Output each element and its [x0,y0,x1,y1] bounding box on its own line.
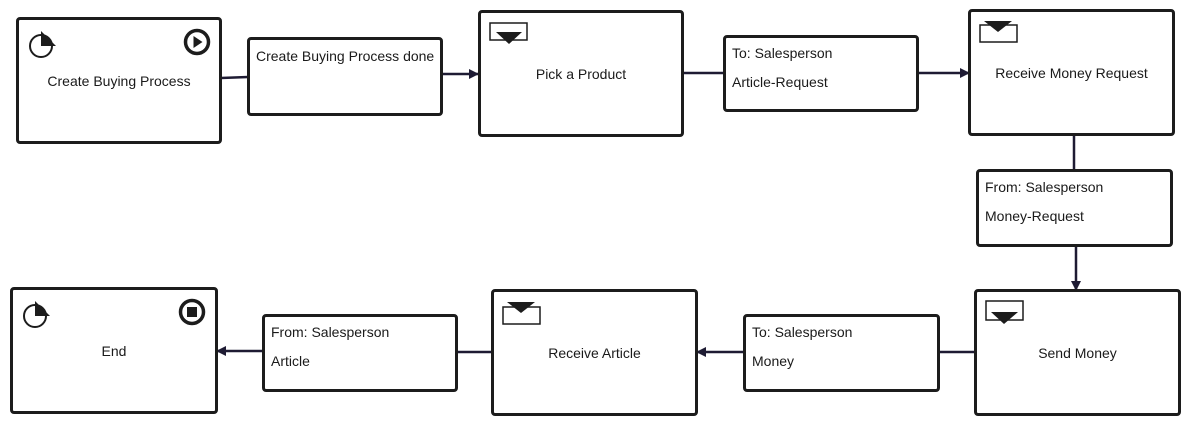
message-recipient: To: Salesperson [752,324,853,340]
transition-label: Create Buying Process done [256,48,435,64]
play-circle-icon[interactable] [183,28,211,56]
message-money[interactable]: To: Salesperson Money [743,314,940,392]
inbox-tray-icon [502,302,541,325]
state-send-money[interactable]: Send Money [974,289,1181,416]
state-pick-a-product[interactable]: Pick a Product [478,10,684,137]
message-type: Article [271,353,310,369]
outbox-tray-icon [985,300,1024,324]
state-label: End [101,342,127,359]
message-type: Money [752,353,795,369]
inbox-tray-icon [489,22,528,44]
state-label: Receive Money Request [995,64,1148,81]
stop-circle-icon[interactable] [178,298,206,326]
state-label: Send Money [1038,344,1117,361]
message-money-request[interactable]: From: Salesperson Money-Request [976,169,1173,247]
message-recipient: To: Salesperson [732,45,833,61]
transition-create-done[interactable]: Create Buying Process done [247,37,443,116]
message-type: Money-Request [985,208,1084,224]
inbox-tray-icon [979,21,1018,43]
message-sender: From: Salesperson [271,324,390,340]
message-article-request[interactable]: To: Salesperson Article-Request [723,35,919,112]
message-sender: From: Salesperson [985,179,1104,195]
state-receive-money-request[interactable]: Receive Money Request [968,9,1175,136]
message-type: Article-Request [732,74,828,90]
message-article[interactable]: From: Salesperson Article [262,314,458,392]
state-label: Pick a Product [535,65,627,82]
state-end[interactable]: End [10,287,218,414]
state-label: Create Buying Process [47,72,191,89]
edge-create-to-done [220,75,249,80]
pie-clock-icon [29,31,56,58]
pie-clock-icon [23,301,50,328]
state-create-buying-process[interactable]: Create Buying Process [16,17,222,144]
state-receive-article[interactable]: Receive Article [491,289,698,416]
state-label: Receive Article [548,344,641,361]
